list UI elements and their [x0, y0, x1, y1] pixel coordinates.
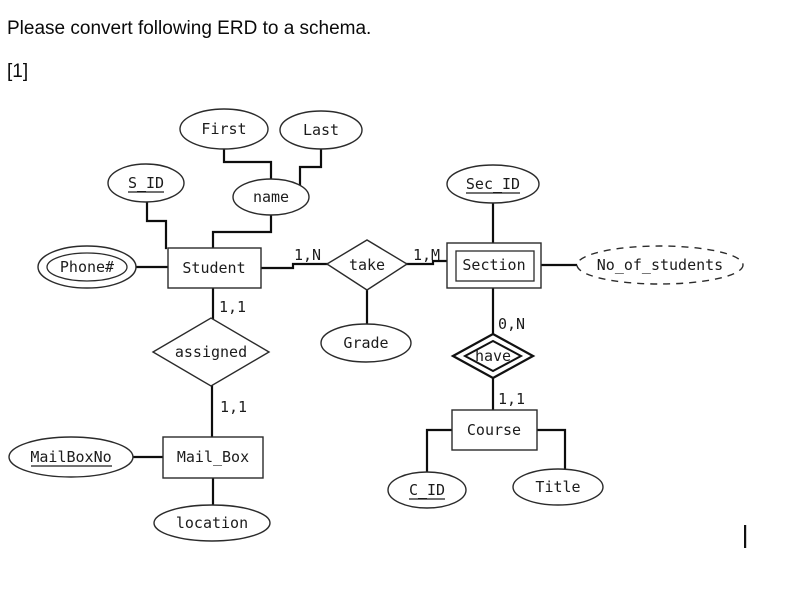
relationship-have-label: have [475, 347, 511, 365]
attribute-s-id: S_ID [107, 163, 185, 203]
attribute-name: name [232, 178, 310, 216]
entity-section-label: Section [462, 256, 525, 274]
edge-last-name [298, 147, 323, 187]
attribute-grade-label: Grade [343, 334, 388, 352]
cardinality-student-take: 1,N [294, 246, 321, 264]
text-cursor[interactable] [744, 525, 747, 548]
attribute-name-label: name [253, 188, 289, 206]
attribute-c-id-label: C_ID [409, 481, 445, 499]
attribute-phone: Phone# [37, 245, 137, 289]
relationship-assigned: assigned [151, 317, 271, 387]
attribute-location-label: location [176, 514, 248, 532]
relationship-take-label: take [349, 256, 385, 274]
edge-take-section [405, 259, 449, 266]
entity-course-label: Course [467, 421, 521, 439]
attribute-title: Title [512, 468, 604, 506]
attribute-c-id: C_ID [387, 471, 467, 509]
attribute-mailboxno-label: MailBoxNo [30, 448, 111, 466]
cardinality-labels: 1,N 1,M 1,1 1,1 0,N 1,1 [219, 246, 525, 416]
cardinality-take-section: 1,M [413, 246, 440, 264]
attribute-location: location [153, 504, 271, 542]
question-text: Please convert following ERD to a schema… [7, 18, 372, 39]
edge-course-cid [425, 428, 454, 475]
cardinality-student-assigned: 1,1 [219, 298, 246, 316]
edge-sid-student [145, 200, 168, 250]
attribute-last-label: Last [303, 121, 339, 139]
attribute-first-label: First [201, 120, 246, 138]
attribute-grade: Grade [320, 323, 412, 363]
entity-mailbox-label: Mail_Box [177, 448, 249, 466]
cardinality-assigned-mailbox: 1,1 [220, 398, 247, 416]
attribute-sec-id: Sec_ID [446, 164, 540, 204]
attribute-phone-label: Phone# [60, 258, 114, 276]
entity-section: Section [446, 242, 542, 289]
attribute-mailboxno: MailBoxNo [8, 436, 134, 478]
attribute-no-of-students: No_of_students [576, 245, 744, 285]
edge-student-take [259, 262, 329, 270]
edge-course-title [535, 428, 567, 472]
connector-lines [131, 147, 579, 508]
relationship-assigned-label: assigned [175, 343, 247, 361]
relationship-take: take [325, 239, 409, 291]
relationship-have: have [450, 332, 536, 380]
attribute-s-id-label: S_ID [128, 174, 164, 192]
entity-mailbox: Mail_Box [162, 436, 264, 479]
entity-student: Student [167, 247, 262, 289]
cardinality-have-course: 1,1 [498, 390, 525, 408]
attribute-title-label: Title [535, 478, 580, 496]
edge-first-name [222, 147, 273, 182]
attribute-no-of-students-label: No_of_students [597, 256, 723, 274]
reference-label: [1] [7, 61, 29, 82]
attribute-last: Last [279, 110, 363, 150]
entity-student-label: Student [182, 259, 245, 277]
attribute-first: First [179, 108, 269, 150]
cardinality-section-have: 0,N [498, 315, 525, 333]
attribute-sec-id-label: Sec_ID [466, 175, 520, 193]
entity-course: Course [451, 409, 538, 451]
edge-name-student [211, 213, 273, 250]
